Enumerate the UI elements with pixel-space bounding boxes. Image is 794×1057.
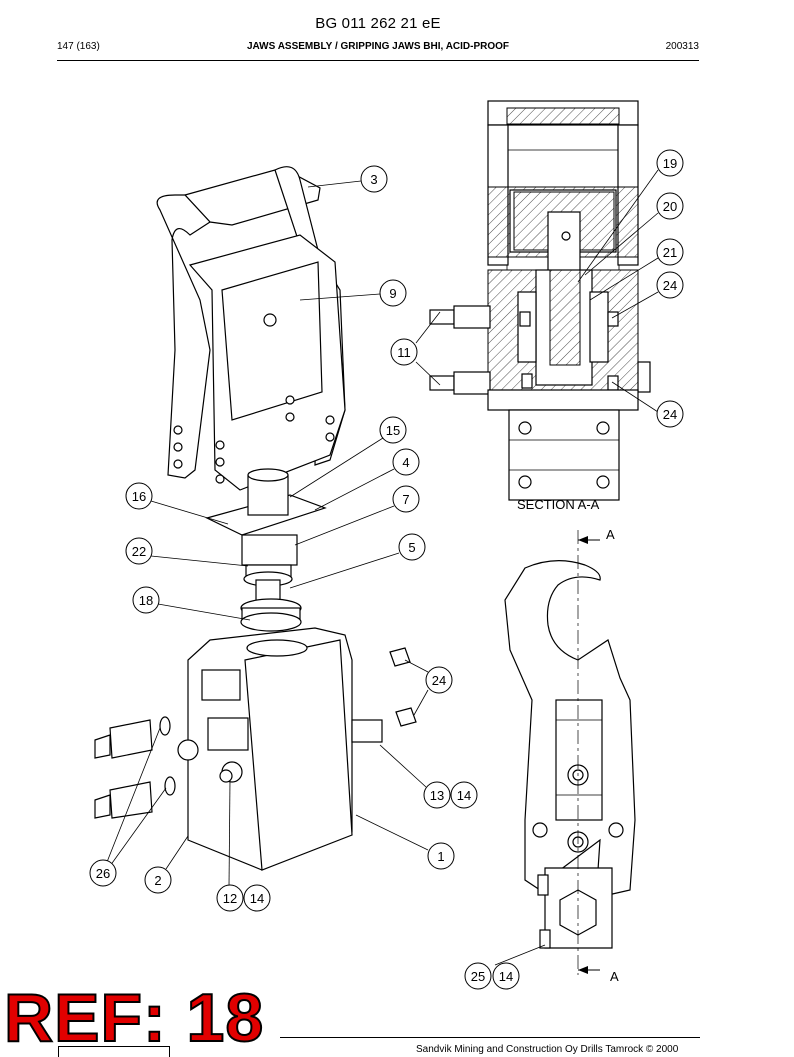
isometric-assembly (94, 166, 417, 871)
svg-text:26: 26 (96, 866, 110, 881)
section-marker-top: A (606, 527, 615, 542)
header-rule (57, 60, 699, 61)
callout-11: 11 (390, 338, 418, 366)
section-a-a-view (429, 100, 651, 501)
svg-text:16: 16 (132, 489, 146, 504)
svg-text:2: 2 (154, 873, 161, 888)
svg-text:21: 21 (663, 245, 677, 260)
svg-text:15: 15 (386, 423, 400, 438)
svg-text:1: 1 (437, 849, 444, 864)
svg-text:22: 22 (132, 544, 146, 559)
callout-16: 16 (125, 482, 153, 510)
footer-rule (280, 1037, 700, 1038)
callout-3: 3 (360, 165, 388, 193)
callout-26: 26 (89, 859, 117, 887)
svg-text:7: 7 (402, 492, 409, 507)
callout-24-section-top: 24 (656, 271, 684, 299)
side-view (504, 530, 636, 975)
svg-text:11: 11 (397, 345, 411, 360)
leader-lines (106, 169, 659, 966)
callout-14-c: 14 (492, 962, 520, 990)
svg-text:18: 18 (139, 593, 153, 608)
callout-24-loose: 24 (425, 666, 453, 694)
svg-text:9: 9 (389, 286, 396, 301)
svg-text:14: 14 (457, 788, 471, 803)
svg-text:24: 24 (663, 407, 677, 422)
callout-19: 19 (656, 149, 684, 177)
section-label: SECTION A-A (517, 497, 600, 512)
callout-22: 22 (125, 537, 153, 565)
callout-15: 15 (379, 416, 407, 444)
document-title: BG 011 262 21 eE (315, 15, 441, 32)
footer-copyright: Sandvik Mining and Construction Oy Drill… (416, 1044, 679, 1055)
page-number: 147 (163) (57, 41, 100, 52)
svg-text:13: 13 (430, 788, 444, 803)
callout-1: 1 (427, 842, 455, 870)
callout-12: 12 (216, 884, 244, 912)
callout-2: 2 (144, 866, 172, 894)
callout-25: 25 (464, 962, 492, 990)
callout-7: 7 (392, 485, 420, 513)
callout-18: 18 (132, 586, 160, 614)
callout-20: 20 (656, 192, 684, 220)
callout-14-b: 14 (243, 884, 271, 912)
callout-5: 5 (398, 533, 426, 561)
svg-text:4: 4 (402, 455, 409, 470)
svg-text:14: 14 (250, 891, 264, 906)
svg-text:3: 3 (370, 172, 377, 187)
date-code: 200313 (665, 41, 699, 52)
svg-text:5: 5 (408, 540, 415, 555)
sandvik-logo (58, 1046, 170, 1057)
svg-text:20: 20 (663, 199, 677, 214)
ref-stamp: REF: 18 (3, 980, 265, 1056)
svg-text:24: 24 (432, 673, 446, 688)
callout-24-section-bottom: 24 (656, 400, 684, 428)
svg-text:12: 12 (223, 891, 237, 906)
callout-13: 13 (423, 781, 451, 809)
section-title: JAWS ASSEMBLY / GRIPPING JAWS BHI, ACID-… (246, 41, 510, 52)
callout-9: 9 (379, 279, 407, 307)
callout-14-a: 14 (450, 781, 478, 809)
callout-4: 4 (392, 448, 420, 476)
svg-text:14: 14 (499, 969, 513, 984)
callout-21: 21 (656, 238, 684, 266)
section-marker-bottom: A (610, 969, 619, 984)
svg-text:19: 19 (663, 156, 677, 171)
svg-text:25: 25 (471, 969, 485, 984)
svg-text:24: 24 (663, 278, 677, 293)
